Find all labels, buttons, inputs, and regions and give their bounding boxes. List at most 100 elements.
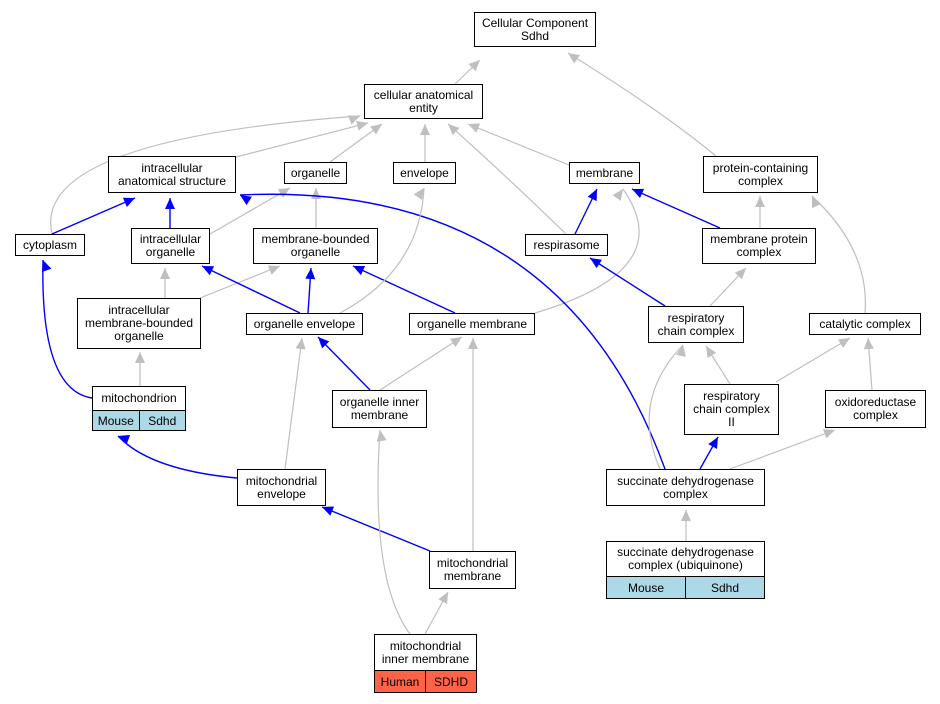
edge-imbo-mbo: [199, 265, 281, 299]
edge-cc-pcc-arrowhead: [811, 196, 822, 209]
node-succinate-dehydrogenase-complex[interactable]: succinate dehydrogenase complex: [606, 469, 765, 506]
edge-respirasome-cae: [447, 123, 567, 235]
edge-mm-me-arrowhead: [322, 506, 335, 516]
edge-cc-pcc: [811, 195, 866, 314]
edge-cae-root-arrowhead: [468, 60, 480, 72]
edge-respirasome-membrane-arrowhead: [587, 189, 597, 202]
edge-mim-oim-arrowhead: [376, 430, 387, 442]
mim-tag-row: Human SDHD: [374, 671, 477, 693]
node-oxidoreductase-complex[interactable]: oxidoreductase complex: [825, 390, 926, 428]
mitochondrion-tag-row: Mouse Sdhd: [92, 411, 186, 431]
edge-ox-cc-arrowhead: [863, 338, 874, 350]
species-tag: Human: [375, 671, 425, 692]
edge-rcc-respirasome: [589, 257, 666, 307]
edge-envelope-cae-arrowhead: [420, 124, 430, 135]
gene-tag: SDHD: [425, 671, 476, 692]
gene-tag: Sdhd: [138, 411, 185, 430]
edge-rcc2-cc: [775, 337, 851, 383]
node-membrane[interactable]: membrane: [569, 162, 640, 184]
node-cellular-component-sdhd[interactable]: Cellular Component Sdhd: [474, 12, 596, 47]
edge-sdc-ox-arrowhead: [822, 429, 835, 439]
edge-rcc-respirasome-arrowhead: [590, 258, 602, 269]
node-respiratory-chain-complex[interactable]: respiratory chain complex: [648, 306, 744, 343]
node-cellular-anatomical-entity[interactable]: cellular anatomical entity: [364, 84, 483, 119]
edge-me-mito-arrowhead: [118, 434, 131, 445]
edge-ias-cae-arrowhead: [356, 120, 368, 131]
edge-rcc2-rcc-arrowhead: [706, 346, 717, 358]
edge-membrane-cae: [467, 123, 570, 166]
node-respiratory-chain-complex-ii[interactable]: respiratory chain complex II: [684, 384, 779, 435]
edge-me-mito: [117, 435, 238, 479]
edge-pcc-root-arrowhead: [568, 53, 580, 64]
gene-tag: Sdhd: [685, 577, 764, 598]
edge-mm-om-arrowhead: [468, 338, 478, 349]
edge-oim-om: [379, 336, 463, 391]
edge-rcc-mpc-arrowhead: [734, 268, 746, 280]
edge-mpc-membrane-arrowhead: [632, 188, 645, 199]
edge-oim-oe: [317, 336, 371, 391]
node-succinate-dehydrogenase-complex-ubiquinone[interactable]: succinate dehydrogenase complex (ubiquin…: [606, 541, 765, 577]
node-intracellular-membrane-bounded-organelle[interactable]: intracellular membrane-bounded organelle: [77, 298, 201, 349]
node-envelope[interactable]: envelope: [393, 162, 456, 184]
edge-cytoplasm-ias: [51, 197, 136, 235]
edge-sdcu-sdc-arrowhead: [681, 510, 691, 521]
edge-mim-oim: [377, 429, 411, 635]
node-organelle-envelope[interactable]: organelle envelope: [246, 313, 363, 335]
edge-me-oe: [284, 337, 303, 470]
node-catalytic-complex[interactable]: catalytic complex: [809, 313, 921, 335]
edge-oim-om-arrowhead: [450, 337, 462, 348]
node-respirasome[interactable]: respirasome: [525, 234, 608, 256]
edge-respirasome-cae-arrowhead: [448, 124, 460, 136]
edge-mpc-membrane: [631, 188, 721, 229]
node-membrane-bounded-organelle[interactable]: membrane-bounded organelle: [253, 228, 378, 264]
species-tag: Mouse: [93, 411, 139, 430]
edge-imbo-mbo-arrowhead: [267, 265, 280, 275]
edge-sdc-ox: [729, 429, 836, 470]
node-organelle-membrane[interactable]: organelle membrane: [409, 313, 535, 335]
edge-oe-io-arrowhead: [202, 266, 215, 276]
edge-om-mbo: [352, 265, 456, 314]
edge-sdc-rcc-arrowhead: [676, 345, 686, 357]
species-tag: Mouse: [607, 577, 685, 598]
edge-sdc-ias-arrowhead: [240, 195, 252, 206]
node-intracellular-organelle[interactable]: intracellular organelle: [131, 228, 210, 264]
sdcu-tag-row: Mouse Sdhd: [606, 577, 765, 599]
node-organelle[interactable]: organelle: [284, 162, 347, 184]
node-mitochondrial-envelope[interactable]: mitochondrial envelope: [237, 469, 326, 506]
edge-mito-cytoplasm-arrowhead: [41, 260, 52, 273]
node-membrane-protein-complex[interactable]: membrane protein complex: [702, 228, 816, 264]
node-organelle-inner-membrane[interactable]: organelle inner membrane: [332, 390, 427, 428]
edge-mpc-pcc-arrowhead: [755, 196, 765, 207]
edge-ias-cae: [235, 122, 369, 158]
edge-cytoplasm-cae-arrowhead: [347, 115, 360, 125]
node-protein-containing-complex[interactable]: protein-containing complex: [703, 156, 818, 193]
edge-mito-imbo-arrowhead: [135, 352, 145, 363]
node-mitochondrial-inner-membrane[interactable]: mitochondrial inner membrane: [374, 634, 477, 671]
node-mitochondrial-membrane[interactable]: mitochondrial membrane: [429, 551, 516, 589]
edge-imbo-io-arrowhead: [160, 268, 170, 279]
edge-io-ias-arrowhead: [165, 198, 175, 209]
edge-om-membrane-arrowhead: [612, 189, 623, 201]
edge-oe-mbo-arrowhead: [305, 268, 316, 280]
edge-me-oe-arrowhead: [295, 338, 306, 350]
edge-mbo-organelle-arrowhead: [311, 188, 321, 199]
node-mitochondrion[interactable]: mitochondrion: [92, 386, 186, 411]
node-cytoplasm[interactable]: cytoplasm: [15, 234, 85, 256]
edge-om-mbo-arrowhead: [353, 266, 366, 276]
edge-membrane-cae-arrowhead: [468, 123, 481, 133]
edge-sdc-ias: [239, 193, 666, 470]
edge-sdc-rcc: [648, 344, 684, 470]
edge-rcc2-cc-arrowhead: [837, 338, 850, 348]
edge-organelle-cae-arrowhead: [370, 124, 382, 135]
edge-sdc-rcc2-arrowhead: [708, 437, 718, 450]
edge-oe-envelope: [339, 187, 425, 314]
edge-pcc-root: [567, 52, 717, 157]
edge-mm-me: [321, 506, 431, 552]
edge-mim-mm-arrowhead: [438, 592, 448, 605]
edge-cytoplasm-ias-arrowhead: [122, 197, 135, 207]
edge-oe-envelope-arrowhead: [413, 188, 424, 200]
node-intracellular-anatomical-structure[interactable]: intracellular anatomical structure: [108, 156, 236, 193]
edge-io-organelle: [209, 187, 291, 235]
